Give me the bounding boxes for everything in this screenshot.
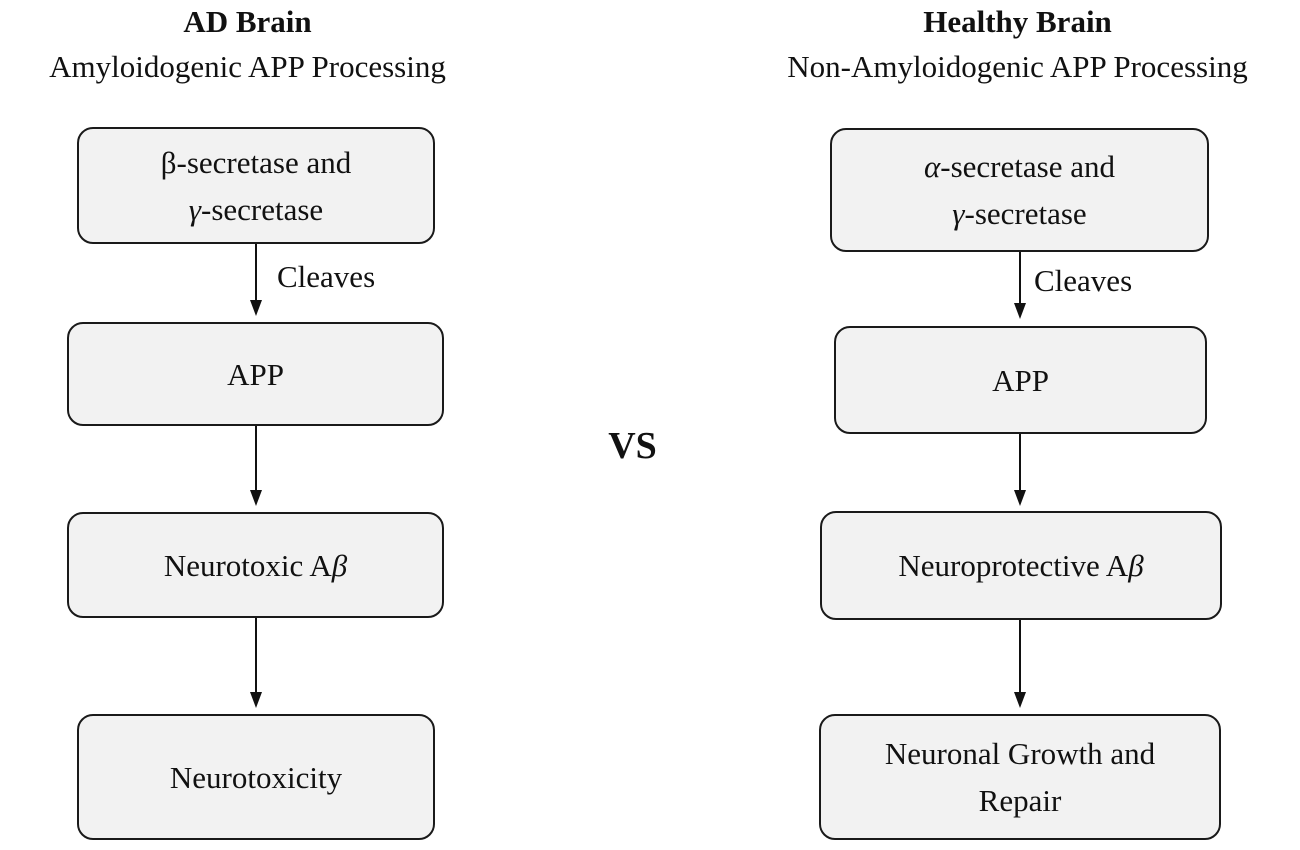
ad-brain-heading: AD Brain Amyloidogenic APP Processing — [0, 2, 495, 92]
ad-brain-title: AD Brain — [183, 4, 312, 39]
gamma-symbol: γ — [952, 196, 965, 231]
healthy-outcome-line1: Neuronal Growth and — [884, 736, 1156, 771]
arrow-right-enzyme-to-app — [1014, 251, 1026, 319]
gamma-symbol: γ — [188, 191, 201, 227]
healthy-brain-heading: Healthy Brain Non-Amyloidogenic APP Proc… — [735, 2, 1300, 92]
ad-abeta-prefix: Neurotoxic A — [163, 547, 332, 583]
ad-enzyme-line1-text: -secretase and — [176, 144, 352, 180]
ad-brain-subtitle: Amyloidogenic APP Processing — [49, 49, 446, 84]
ad-outcome-box: Neurotoxicity — [77, 714, 435, 840]
ad-outcome-label: Neurotoxicity — [169, 759, 343, 795]
healthy-enzyme-box: α-secretase and γ-secretase — [830, 128, 1209, 252]
arrow-right-app-to-abeta — [1014, 433, 1026, 506]
beta-symbol: β — [331, 547, 348, 583]
healthy-outcome-box: Neuronal Growth and Repair — [819, 714, 1221, 840]
ad-enzyme-line2-text: -secretase — [201, 191, 324, 227]
arrow-right-abeta-to-outcome — [1014, 619, 1026, 708]
ad-abeta-label: Neurotoxic Aβ — [164, 542, 347, 589]
arrow-left-app-to-abeta — [250, 425, 262, 506]
healthy-app-label: APP — [992, 362, 1049, 398]
healthy-abeta-label: Neuroprotective Aβ — [898, 542, 1143, 589]
alpha-symbol: α — [924, 149, 941, 184]
healthy-brain-title: Healthy Brain — [923, 4, 1112, 39]
beta-symbol: β — [160, 144, 177, 180]
healthy-enzyme-line2-text: -secretase — [964, 196, 1087, 231]
ad-cleaves-label: Cleaves — [277, 259, 376, 294]
arrow-left-enzyme-to-app — [250, 243, 262, 316]
arrow-left-abeta-to-outcome — [250, 617, 262, 708]
ad-enzyme-line2: γ-secretase — [161, 186, 351, 233]
vs-label: VS — [608, 425, 657, 467]
healthy-brain-subtitle: Non-Amyloidogenic APP Processing — [787, 49, 1248, 84]
ad-enzyme-box: β-secretase and γ-secretase — [77, 127, 435, 244]
healthy-enzyme-line1-text: -secretase and — [940, 149, 1115, 184]
beta-symbol: β — [1128, 548, 1144, 583]
ad-abeta-box: Neurotoxic Aβ — [67, 512, 444, 618]
healthy-app-box: APP — [834, 326, 1207, 434]
ad-app-box: APP — [67, 322, 444, 426]
healthy-enzyme-line1: α-secretase and — [924, 143, 1115, 190]
healthy-abeta-prefix: Neuroprotective A — [898, 548, 1129, 583]
healthy-cleaves-label: Cleaves — [1034, 263, 1133, 298]
healthy-abeta-box: Neuroprotective Aβ — [820, 511, 1222, 620]
healthy-outcome-line2: Repair — [978, 783, 1062, 818]
healthy-enzyme-line2: γ-secretase — [924, 190, 1115, 237]
ad-enzyme-line1: β-secretase and — [161, 139, 351, 186]
ad-app-label: APP — [227, 356, 284, 392]
